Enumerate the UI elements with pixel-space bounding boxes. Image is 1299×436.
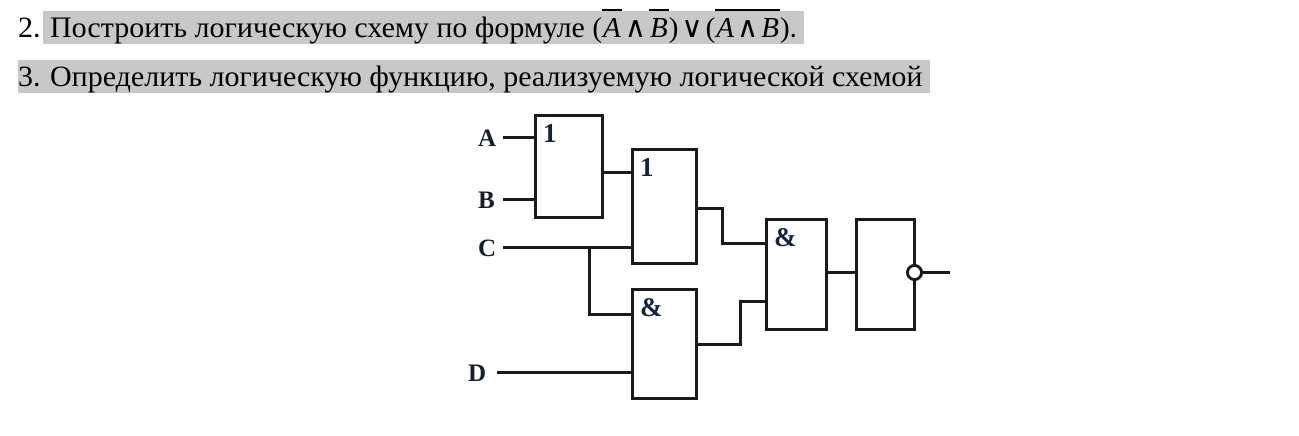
gate-and-right-label: & xyxy=(774,222,797,252)
gate-and-right[interactable]: & xyxy=(765,218,828,331)
task-line-3: 3. Определить логическую функцию, реализ… xyxy=(18,57,930,97)
wire-or2-out-seg3 xyxy=(721,242,767,245)
task-2-highlight: Построить логическую схему по формуле (A… xyxy=(42,9,805,44)
task-2-formula: (A∧B)∨(A∧B). xyxy=(592,9,797,44)
formula-and-2: ∧ xyxy=(737,12,759,44)
wire-c-branch-vertical xyxy=(588,246,591,316)
wire-input-c xyxy=(503,246,633,249)
wire-or2-out-seg1 xyxy=(696,207,724,210)
wire-and-to-output-gate xyxy=(826,271,857,274)
gate-or-2[interactable]: 1 xyxy=(631,148,698,265)
formula-or: ∨ xyxy=(681,12,703,44)
formula-not-group-2: A∧B xyxy=(715,8,780,48)
formula-not-a-1: A xyxy=(602,8,622,48)
wire-and-bottom-out-seg2 xyxy=(739,300,742,346)
inversion-bubble-icon xyxy=(906,264,923,281)
wire-circuit-output xyxy=(922,271,950,274)
formula-close-paren-1: ) xyxy=(668,12,679,44)
wire-and-bottom-out-seg1 xyxy=(696,343,742,346)
formula-open-paren-1: ( xyxy=(592,12,603,44)
formula-close-paren-2: ) xyxy=(779,12,790,44)
wire-input-b xyxy=(503,198,536,201)
gate-or-1-label: 1 xyxy=(543,118,557,148)
wire-input-d xyxy=(497,371,633,374)
wire-c-branch-horizontal xyxy=(588,313,633,316)
formula-not-b-1: B xyxy=(649,8,669,48)
input-label-a: A xyxy=(478,125,497,152)
formula-period: . xyxy=(789,12,797,44)
wire-or1-to-or2 xyxy=(602,171,633,174)
input-label-b: B xyxy=(478,187,495,214)
gate-output-buffer[interactable] xyxy=(855,218,916,331)
gate-and-bottom-label: & xyxy=(640,292,663,322)
gate-or-2-label: 1 xyxy=(640,152,654,182)
task-2-text: Построить логическую схему по формуле xyxy=(50,11,585,44)
input-label-d: D xyxy=(468,360,487,387)
task-line-2: 2. Построить логическую схему по формуле… xyxy=(18,8,805,48)
task-3-number: 3. xyxy=(18,60,41,93)
wire-input-a xyxy=(503,136,536,139)
task-3-text: Определить логическую функцию, реализуем… xyxy=(50,60,923,93)
formula-and-1: ∧ xyxy=(624,12,646,44)
formula-b-2: B xyxy=(761,12,779,44)
formula-a-2: A xyxy=(716,12,735,44)
wire-or2-out-seg2 xyxy=(721,207,724,245)
wire-and-bottom-out-seg3 xyxy=(739,300,767,303)
gate-and-bottom[interactable]: & xyxy=(631,288,698,400)
input-label-c: C xyxy=(478,235,497,262)
task-3-highlight: 3. Определить логическую функцию, реализ… xyxy=(18,60,930,93)
task-2-number: 2. xyxy=(18,11,41,44)
gate-or-1[interactable]: 1 xyxy=(534,114,604,219)
formula-open-paren-2: ( xyxy=(705,12,716,44)
